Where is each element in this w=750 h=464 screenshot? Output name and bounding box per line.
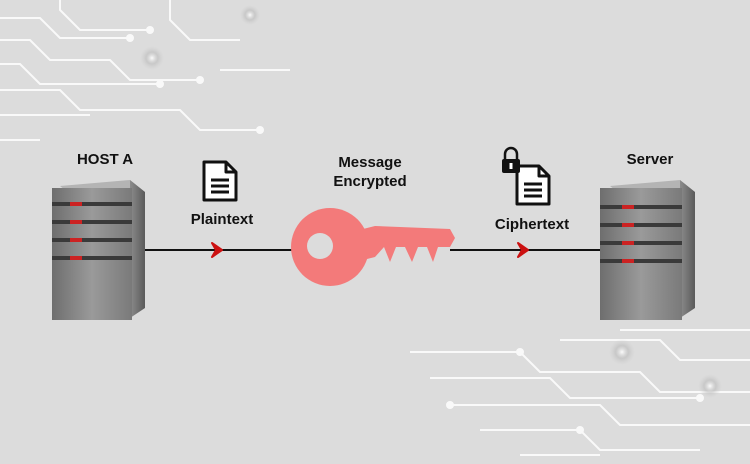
server-label: Server: [626, 151, 674, 168]
arrow-right-icon: [211, 242, 223, 258]
message-label-line1: Message: [338, 154, 402, 171]
circuit-decoration-bottom-right: [410, 329, 750, 456]
circuit-glow-top: [140, 46, 164, 70]
document-icon: [202, 160, 238, 202]
plaintext-label: Plaintext: [190, 211, 254, 228]
circuit-glow-bottom: [609, 339, 635, 365]
key-hole: [307, 233, 333, 259]
arrow-right-icon-2: [517, 242, 529, 258]
circuit-glow-top-2: [240, 5, 260, 25]
circuit-decoration-top-left: [0, 0, 290, 141]
host-a-label: HOST A: [76, 151, 134, 168]
server-icon: [600, 180, 695, 320]
host-server-icon: [52, 180, 145, 320]
message-encrypted-label: Message Encrypted: [300, 153, 440, 191]
circuit-glow-bottom-2: [698, 374, 722, 398]
message-label-line2: Encrypted: [333, 173, 407, 190]
locked-document-icon: [502, 146, 551, 206]
ciphertext-label: Ciphertext: [494, 216, 570, 233]
